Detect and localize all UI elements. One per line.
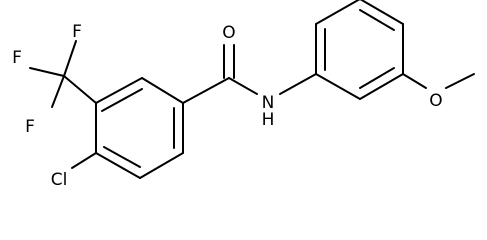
ring1-bond-2 [141, 77, 184, 104]
bond-n-ring [279, 73, 317, 95]
ring1-bond-4 [139, 152, 184, 179]
ring1-bond-1 [95, 77, 143, 104]
molecule-structure: F F F O N H O Cl [12, 0, 475, 190]
atom-h-amide: H [262, 110, 275, 130]
atom-o-methoxy: O [429, 91, 442, 111]
bond-c-cl [71, 152, 97, 169]
bond-c-f-top [63, 40, 77, 77]
ring1-bond-5 [95, 152, 141, 179]
structure-canvas: F F F O N H O Cl [12, 0, 475, 190]
ring2-bond-2 [315, 0, 361, 25]
ring2-bond-6 [315, 73, 361, 100]
ring1-bond-1-inner [101, 88, 143, 112]
atom-n-amide: N [262, 93, 275, 113]
bond-c-n [228, 77, 258, 95]
ring1-bond-5-inner [103, 146, 141, 168]
bond-ring-carbonyl [182, 77, 230, 104]
bond-c-f-bottom [51, 75, 65, 108]
bond-cf3-ring [63, 75, 97, 104]
ring2-bond-3 [359, 0, 404, 25]
atom-f-bottom: F [25, 117, 35, 137]
atom-f-top: F [72, 22, 82, 42]
bond-c-f-left [29, 67, 65, 77]
ring2-bond-3-inner [359, 9, 395, 31]
bond-o-methyl [445, 73, 475, 89]
ring2-bond-5 [359, 73, 404, 100]
bond-ring-o-methoxy [402, 73, 427, 89]
atom-cl: Cl [51, 170, 68, 190]
ring2-bond-5-inner [359, 67, 395, 89]
atom-o-carbonyl: O [222, 23, 235, 43]
atom-f-left: F [12, 48, 22, 68]
